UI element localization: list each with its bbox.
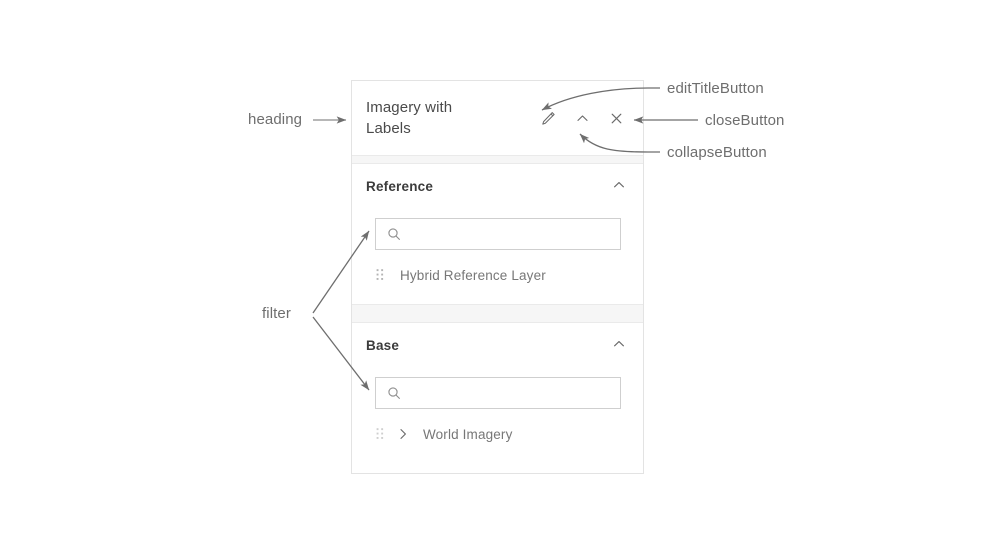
layer-row-hybrid-reference-layer[interactable]: Hybrid Reference Layer	[352, 260, 643, 290]
close-button[interactable]	[599, 101, 633, 135]
layer-name: World Imagery	[423, 426, 513, 442]
section-bottom-spacer-reference	[352, 290, 643, 304]
section-collapse-button-base[interactable]	[605, 332, 633, 360]
annotation-label-collapse-button: collapseButton	[667, 144, 767, 161]
drag-handle-icon[interactable]	[374, 426, 386, 442]
annotation-label-edit-title-button: editTitleButton	[667, 80, 764, 97]
chevron-right-icon[interactable]	[392, 423, 414, 445]
collapse-button[interactable]	[565, 101, 599, 135]
section-header-base[interactable]: Base	[352, 323, 643, 368]
panel-header: Imagery with Labels	[352, 81, 643, 155]
filter-input-reference[interactable]	[401, 219, 620, 249]
annotation-label-filter: filter	[262, 305, 291, 322]
filter-wrap-base	[352, 368, 643, 409]
page-title: Imagery with Labels	[366, 99, 453, 137]
annotation-label-heading: heading	[248, 111, 303, 128]
layer-list-base: World Imagery	[352, 409, 643, 449]
filter-input-base[interactable]	[401, 378, 620, 408]
chevron-up-icon	[611, 177, 627, 196]
section-separator-band	[352, 304, 643, 323]
layer-row-world-imagery[interactable]: World Imagery	[352, 419, 643, 449]
layer-name: Hybrid Reference Layer	[400, 267, 546, 283]
drag-handle-icon[interactable]	[374, 267, 386, 283]
chevron-up-icon	[574, 110, 591, 127]
layer-list-reference: Hybrid Reference Layer	[352, 250, 643, 290]
section-collapse-button-reference[interactable]	[605, 173, 633, 201]
close-icon	[608, 110, 625, 127]
section-header-reference[interactable]: Reference	[352, 164, 643, 209]
search-icon	[387, 227, 401, 241]
chevron-up-icon	[611, 336, 627, 355]
filter-reference[interactable]	[375, 218, 621, 250]
annotation-label-close-button: closeButton	[705, 112, 785, 129]
basemap-layers-panel: Imagery with Labels	[351, 80, 644, 474]
pencil-icon	[540, 110, 557, 127]
section-reference: Reference	[352, 164, 643, 304]
header-separator-band	[352, 155, 643, 164]
filter-base[interactable]	[375, 377, 621, 409]
search-icon	[387, 386, 401, 400]
section-title-reference: Reference	[366, 179, 434, 194]
edit-title-button[interactable]	[531, 101, 565, 135]
section-title-base: Base	[366, 338, 400, 353]
section-base: Base	[352, 323, 643, 449]
filter-wrap-reference	[352, 209, 643, 250]
header-actions	[531, 81, 633, 155]
